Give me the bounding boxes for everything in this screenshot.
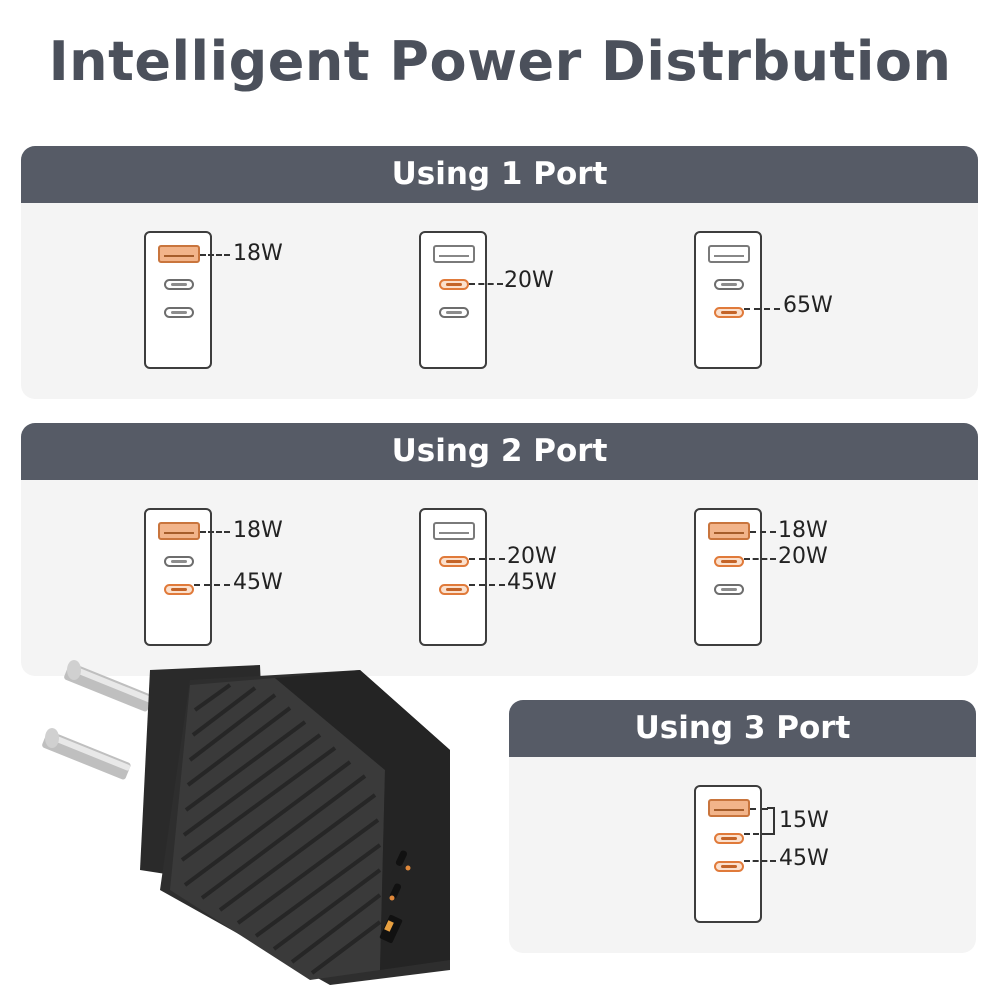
wattage-label: 18W (233, 241, 283, 266)
wattage-label: 20W (778, 544, 828, 569)
texture-grooves (180, 683, 382, 975)
usb-a-port-icon (433, 522, 475, 540)
panel-header: Using 3 Port (509, 700, 976, 757)
leader-line (744, 308, 780, 310)
leader-line (469, 283, 503, 285)
panel-one-port: Using 1 Port 18W 20W 65W (21, 146, 978, 399)
leader-line (750, 808, 768, 810)
charger-diagram (694, 785, 762, 923)
wattage-label: 15W (779, 808, 829, 833)
plug-prong-top (64, 660, 153, 712)
bracket (767, 807, 775, 835)
leader-line (750, 531, 776, 533)
charger-image (42, 660, 450, 985)
leader-line (744, 833, 768, 835)
usb-a-port-icon (158, 245, 200, 263)
plug-prong-bottom (42, 728, 131, 780)
panel-two-port: Using 2 Port 18W 45W 20W 45W 18W 20W (21, 423, 978, 676)
panel-header: Using 1 Port (21, 146, 978, 203)
usb-c-port-icon (714, 307, 744, 318)
usb-a-port-icon (158, 522, 200, 540)
usb-c-port-icon (164, 307, 194, 318)
charger-diagram (144, 231, 212, 369)
page-title: Intelligent Power Distrbution (48, 30, 952, 93)
usb-c-port-icon (395, 850, 411, 871)
usb-c-port-icon (164, 279, 194, 290)
usb-a-port-icon (708, 799, 750, 817)
usb-c-port-icon (439, 307, 469, 318)
charger-diagram (419, 231, 487, 369)
charger-diagram (694, 231, 762, 369)
usb-a-port-icon (379, 914, 403, 944)
leader-line (469, 584, 505, 586)
usb-c-port-icon (389, 883, 402, 901)
leader-line (200, 254, 230, 256)
usb-c-port-icon (714, 556, 744, 567)
leader-line (200, 531, 230, 533)
charger-diagram (144, 508, 212, 646)
usb-c-port-icon (714, 861, 744, 872)
wattage-label: 18W (778, 518, 828, 543)
usb-a-port-icon (708, 522, 750, 540)
wattage-label: 45W (233, 570, 283, 595)
usb-c-port-icon (439, 584, 469, 595)
charger-diagram (419, 508, 487, 646)
usb-c-port-icon (714, 584, 744, 595)
charger-diagram (694, 508, 762, 646)
usb-c-port-icon (164, 556, 194, 567)
wattage-label: 20W (504, 268, 554, 293)
usb-c-port-icon (439, 556, 469, 567)
wattage-label: 45W (779, 846, 829, 871)
usb-c-port-icon (714, 833, 744, 844)
panel-three-port: Using 3 Port 15W 45W (509, 700, 976, 953)
usb-c-port-icon (439, 279, 469, 290)
wattage-label: 18W (233, 518, 283, 543)
wattage-label: 45W (507, 570, 557, 595)
leader-line (469, 558, 505, 560)
wattage-label: 20W (507, 544, 557, 569)
usb-c-port-icon (714, 279, 744, 290)
leader-line (744, 860, 776, 862)
usb-c-port-icon (164, 584, 194, 595)
wattage-label: 65W (783, 293, 833, 318)
leader-line (194, 584, 230, 586)
panel-header: Using 2 Port (21, 423, 978, 480)
usb-a-port-icon (708, 245, 750, 263)
leader-line (744, 558, 776, 560)
usb-a-port-icon (433, 245, 475, 263)
